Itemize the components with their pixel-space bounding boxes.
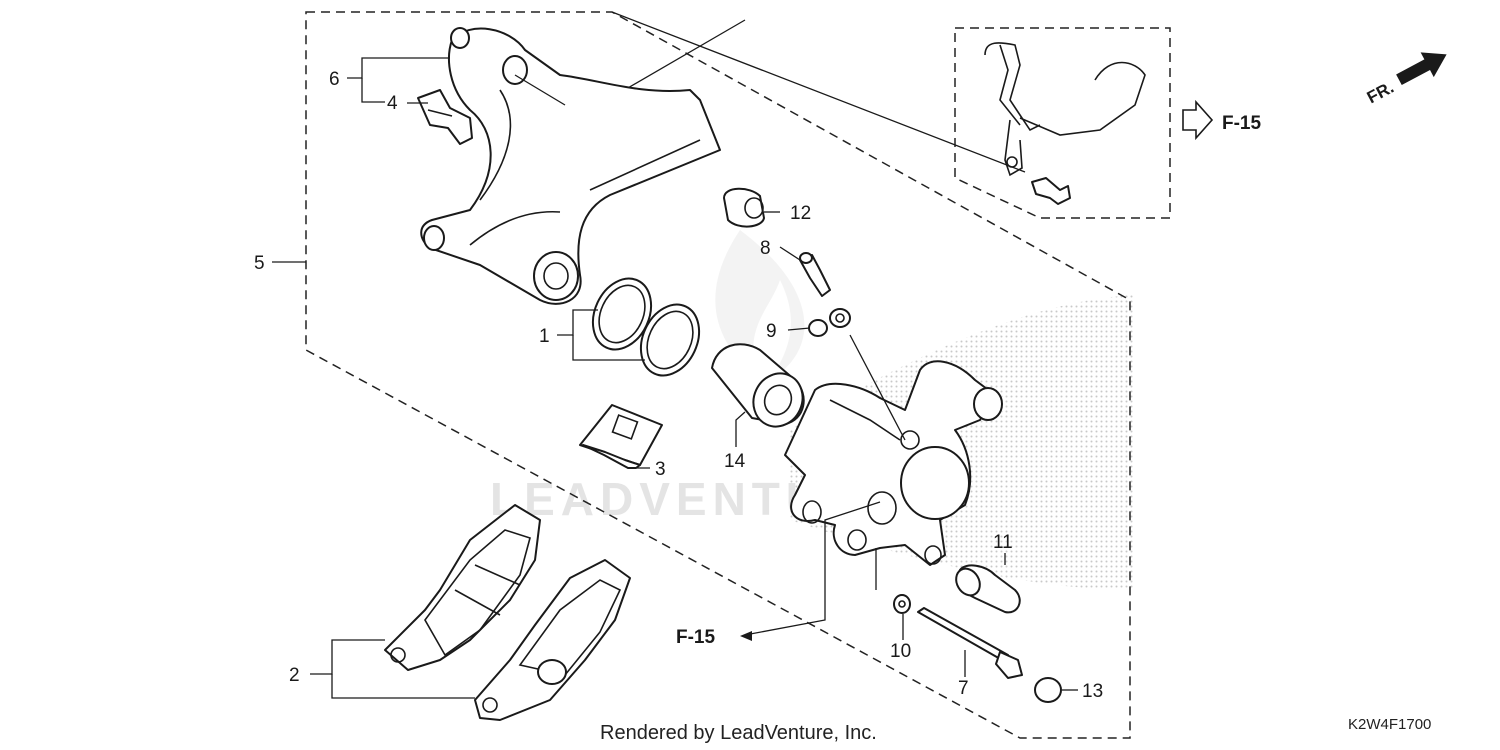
callout-8[interactable]: 8 xyxy=(760,238,771,259)
callout-leaders xyxy=(272,57,1078,699)
pin-cap xyxy=(1034,677,1062,703)
pin-bolt xyxy=(955,564,1021,614)
caliper-body xyxy=(784,360,1003,566)
reference-arrow-icon xyxy=(1182,99,1214,141)
detail-leader-top xyxy=(611,11,1026,173)
bleed-cap xyxy=(808,308,851,337)
diagram-code: K2W4F1700 xyxy=(1348,716,1431,733)
pad-pin xyxy=(917,607,1023,679)
bracket-detail-box xyxy=(954,27,1171,219)
callout-9[interactable]: 9 xyxy=(766,321,777,342)
callout-14[interactable]: 14 xyxy=(724,451,746,472)
wire-bracket xyxy=(984,42,1146,205)
pad-spring-clip xyxy=(417,89,473,145)
callout-13[interactable]: 13 xyxy=(1082,681,1103,702)
pad-retainer xyxy=(579,404,663,469)
callout-3[interactable]: 3 xyxy=(655,459,666,480)
top-reference[interactable]: F-15 xyxy=(1182,99,1262,141)
caliper-piston xyxy=(711,343,805,428)
callout-5[interactable]: 5 xyxy=(254,253,265,274)
caliper-plug xyxy=(723,187,765,228)
front-arrow-icon xyxy=(1396,52,1447,86)
callout-7[interactable]: 7 xyxy=(958,678,969,699)
piston-seals xyxy=(591,277,701,377)
caliper-bracket xyxy=(420,27,721,305)
callout-4[interactable]: 4 xyxy=(387,93,398,114)
sealing-washer xyxy=(893,594,911,614)
flame-logo-watermark xyxy=(715,230,805,380)
callout-11[interactable]: 11 xyxy=(993,532,1013,553)
callout-labels: 6 4 5 1 2 3 14 12 8 9 11 10 7 13 xyxy=(254,69,1103,702)
render-credit: Rendered by LeadVenture, Inc. xyxy=(600,722,877,744)
bottom-reference[interactable]: F-15 xyxy=(676,501,881,648)
reference-f15-bottom[interactable]: F-15 xyxy=(676,627,716,648)
callout-12[interactable]: 12 xyxy=(790,203,811,224)
front-direction-indicator: FR. xyxy=(1364,52,1447,108)
callout-10[interactable]: 10 xyxy=(890,641,911,662)
callout-1[interactable]: 1 xyxy=(539,326,550,347)
reference-f15-top[interactable]: F-15 xyxy=(1222,113,1262,134)
direction-label: FR. xyxy=(1364,78,1397,108)
callout-2[interactable]: 2 xyxy=(289,665,300,686)
bleed-valve xyxy=(799,252,831,297)
callout-6[interactable]: 6 xyxy=(329,69,340,90)
brake-pads xyxy=(384,504,631,721)
